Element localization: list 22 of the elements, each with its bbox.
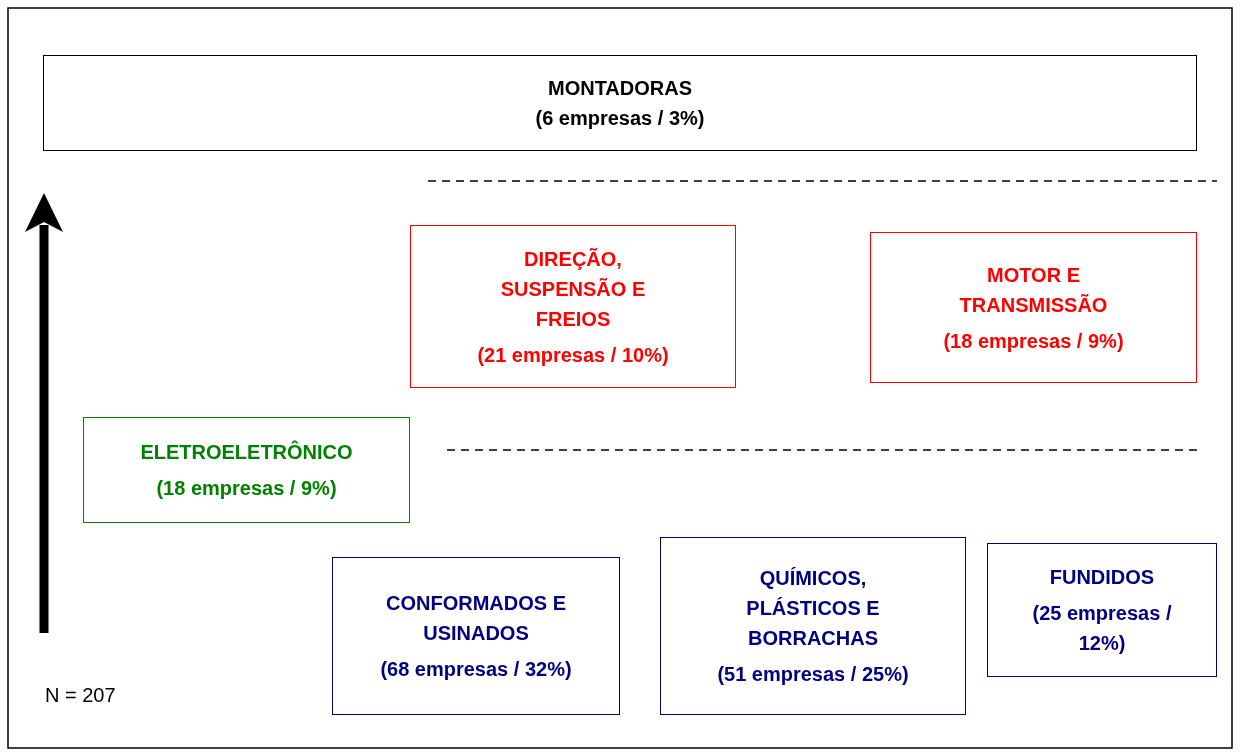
- category-title: MOTOR E TRANSMISSÃO: [958, 262, 1109, 318]
- company-count: (51 empresas / 25%): [716, 662, 910, 687]
- category-title: CONFORMADOS E USINADOS: [385, 591, 567, 646]
- category-box: [870, 232, 1197, 383]
- company-count: (6 empresas / 3%): [534, 106, 706, 131]
- category-title: MONTADORAS: [546, 76, 694, 101]
- company-count: (18 empresas / 9%): [942, 328, 1125, 354]
- category-title: DIREÇÃO, SUSPENSÃO E FREIOS: [499, 246, 647, 332]
- company-count: (25 empresas / 12%): [1031, 601, 1173, 656]
- company-count: (68 empresas / 32%): [379, 657, 573, 682]
- category-box: [660, 537, 966, 715]
- category-box: [410, 225, 736, 388]
- sample-size-note: N = 207: [45, 684, 116, 707]
- category-box: [43, 55, 1197, 151]
- category-title: ELETROELETRÔNICO: [139, 439, 354, 465]
- category-box: [987, 543, 1217, 677]
- category-title: FUNDIDOS: [1048, 565, 1156, 590]
- category-box: [83, 417, 410, 523]
- category-box: [332, 557, 620, 715]
- category-title: QUÍMICOS, PLÁSTICOS E BORRACHAS: [745, 566, 881, 651]
- company-count: (21 empresas / 10%): [476, 342, 670, 368]
- company-count: (18 empresas / 9%): [155, 476, 338, 501]
